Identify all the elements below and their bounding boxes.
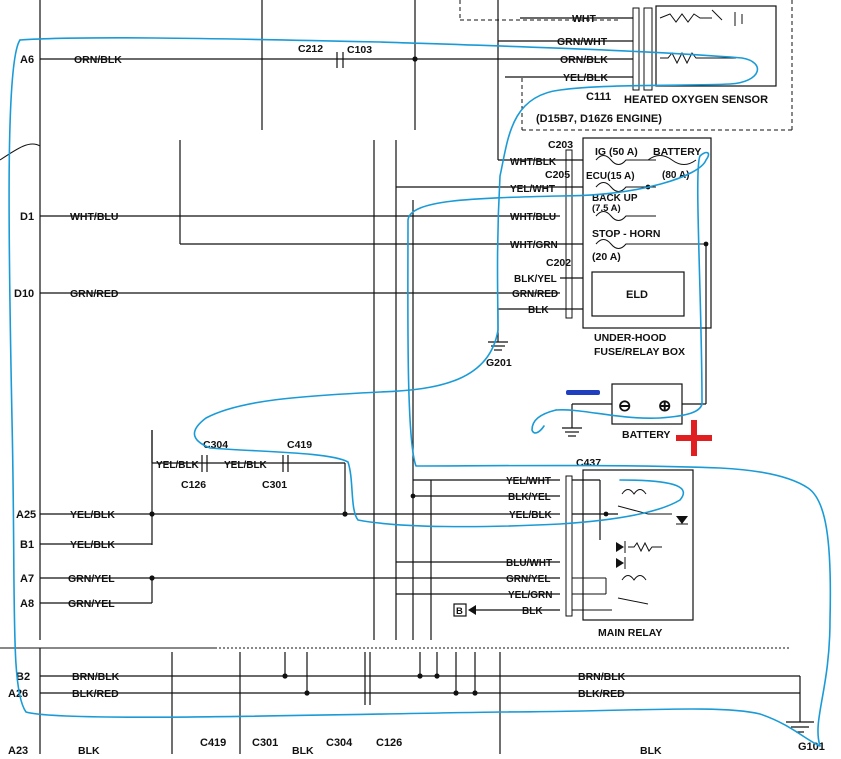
connector-c205: C205 bbox=[545, 169, 570, 181]
fuse-battery-amp: (80 A) bbox=[662, 170, 689, 181]
wire-a6: ORN/BLK bbox=[74, 54, 122, 66]
pin-b1: B1 bbox=[20, 539, 34, 551]
fuse-battery: BATTERY bbox=[653, 146, 701, 158]
wire-a23: BLK bbox=[78, 745, 100, 754]
connector-c203: C203 bbox=[548, 139, 573, 151]
pin-d10: D10 bbox=[14, 288, 34, 300]
relay-wire-blu-wht: BLU/WHT bbox=[506, 558, 552, 569]
main-relay-title: MAIN RELAY bbox=[598, 627, 662, 639]
wire-bottom-right: BLK bbox=[640, 745, 662, 754]
wire-a26-right: BLK/RED bbox=[578, 688, 625, 700]
eld-label: ELD bbox=[626, 289, 648, 301]
o2-wire-wht: WHT bbox=[572, 13, 596, 25]
box-wire-grn-red: GRN/RED bbox=[512, 289, 558, 300]
box-wire-wht-blk: WHT/BLK bbox=[510, 157, 557, 168]
o2-sensor-section: WHT GRN/WHT ORN/BLK YEL/BLK C111 HEATED … bbox=[40, 0, 793, 131]
ecu-frame bbox=[0, 0, 790, 754]
relay-wire-yel-grn: YEL/GRN bbox=[508, 590, 552, 601]
pin-a7: A7 bbox=[20, 573, 34, 585]
pin-a8: A8 bbox=[20, 598, 34, 610]
wire-a8: GRN/YEL bbox=[68, 598, 115, 610]
b-tag: B bbox=[456, 606, 463, 617]
connector-c301-bottom: C301 bbox=[252, 737, 278, 749]
o2-wire-yel-blk: YEL/BLK bbox=[563, 72, 608, 84]
fuse-box-title-2: FUSE/RELAY BOX bbox=[594, 346, 685, 358]
fuse-ig: IG (50 A) bbox=[595, 146, 638, 158]
battery-label: BATTERY bbox=[622, 429, 670, 441]
connector-c212: C212 bbox=[298, 43, 323, 55]
wire-b2: BRN/BLK bbox=[72, 671, 120, 683]
connector-c304-bottom: C304 bbox=[326, 737, 353, 749]
connector-c437: C437 bbox=[576, 457, 601, 469]
fuse-backup: BACK UP bbox=[592, 193, 638, 204]
engine-note: (D15B7, D16Z6 ENGINE) bbox=[536, 113, 662, 125]
wire-a26: BLK/RED bbox=[72, 688, 119, 700]
wire-d10: GRN/RED bbox=[70, 288, 119, 300]
wire-d1: WHT/BLU bbox=[70, 211, 118, 223]
positive-mark bbox=[676, 420, 712, 456]
pin-b2: B2 bbox=[16, 671, 30, 683]
pin-a23: A23 bbox=[8, 745, 28, 754]
box-wire-blk: BLK bbox=[528, 305, 549, 316]
box-wire-wht-grn: WHT/GRN bbox=[510, 240, 558, 251]
battery-plus: ⊕ bbox=[658, 398, 671, 415]
connector-c126: C126 bbox=[181, 479, 206, 491]
connector-c103: C103 bbox=[347, 44, 372, 56]
inline-wire-yel-blk-2: YEL/BLK bbox=[224, 460, 268, 471]
fuse-box-title-1: UNDER-HOOD bbox=[594, 332, 667, 344]
fuse-relay-box: C203 IG (50 A) BATTERY (80 A) C205 ECU(1… bbox=[180, 130, 712, 369]
wire-a25: YEL/BLK bbox=[70, 509, 115, 521]
o2-wire-orn-blk: ORN/BLK bbox=[560, 54, 608, 66]
fuse-backup-amp: (7.5 A) bbox=[592, 203, 621, 214]
connector-c301: C301 bbox=[262, 479, 287, 491]
ground-g201: G201 bbox=[486, 357, 512, 369]
inline-wire-yel-blk-1: YEL/BLK bbox=[156, 460, 200, 471]
o2-sensor-title: HEATED OXYGEN SENSOR bbox=[624, 94, 768, 106]
pin-a26: A26 bbox=[8, 688, 28, 700]
fuse-ecu: ECU(15 A) bbox=[586, 171, 635, 182]
connector-c419-bottom: C419 bbox=[200, 737, 226, 749]
fuse-stop-horn-amp: (20 A) bbox=[592, 251, 621, 263]
connector-c126-bottom: C126 bbox=[376, 737, 402, 749]
relay-wire-blk-yel: BLK/YEL bbox=[508, 492, 551, 503]
relay-wire-yel-blk: YEL/BLK bbox=[509, 510, 553, 521]
connector-c202: C202 bbox=[546, 257, 571, 269]
box-wire-yel-wht: YEL/WHT bbox=[510, 184, 555, 195]
wire-b1: YEL/BLK bbox=[70, 539, 115, 551]
relay-wire-grn-yel: GRN/YEL bbox=[506, 574, 550, 585]
pin-rows: A6 ORN/BLK D1 WHT/BLU D10 GRN/RED A25 YE… bbox=[8, 54, 825, 757]
box-wire-blk-yel: BLK/YEL bbox=[514, 274, 557, 285]
wire-a7: GRN/YEL bbox=[68, 573, 115, 585]
vertical-wires bbox=[151, 0, 499, 640]
o2-wire-grn-wht: GRN/WHT bbox=[557, 36, 608, 48]
relay-wire-yel-wht: YEL/WHT bbox=[506, 476, 551, 487]
blue-trace-annotation bbox=[8, 37, 832, 747]
inline-connectors: C304 C419 YEL/BLK YEL/BLK C126 C301 bbox=[151, 430, 346, 514]
fuse-stop-horn: STOP - HORN bbox=[592, 228, 660, 240]
pin-a25: A25 bbox=[16, 509, 36, 521]
pin-d1: D1 bbox=[20, 211, 34, 223]
connector-c419: C419 bbox=[287, 439, 312, 451]
box-wire-wht-blu: WHT/BLU bbox=[510, 212, 556, 223]
main-relay: C437 YEL/WHT BLK/YEL YEL/BLK BLU/WHT GRN… bbox=[396, 457, 694, 639]
pin-a6: A6 bbox=[20, 54, 34, 66]
battery-minus: ⊖ bbox=[618, 398, 631, 415]
battery-symbol: ⊖ ⊕ BATTERY bbox=[562, 244, 712, 456]
negative-mark bbox=[566, 390, 600, 395]
o2-connector-label: C111 bbox=[586, 91, 611, 103]
wire-bottom-mid: BLK bbox=[292, 745, 314, 754]
ground-g101: G101 bbox=[798, 741, 825, 753]
relay-wire-blk: BLK bbox=[522, 606, 543, 617]
wire-b2-right: BRN/BLK bbox=[578, 671, 626, 683]
